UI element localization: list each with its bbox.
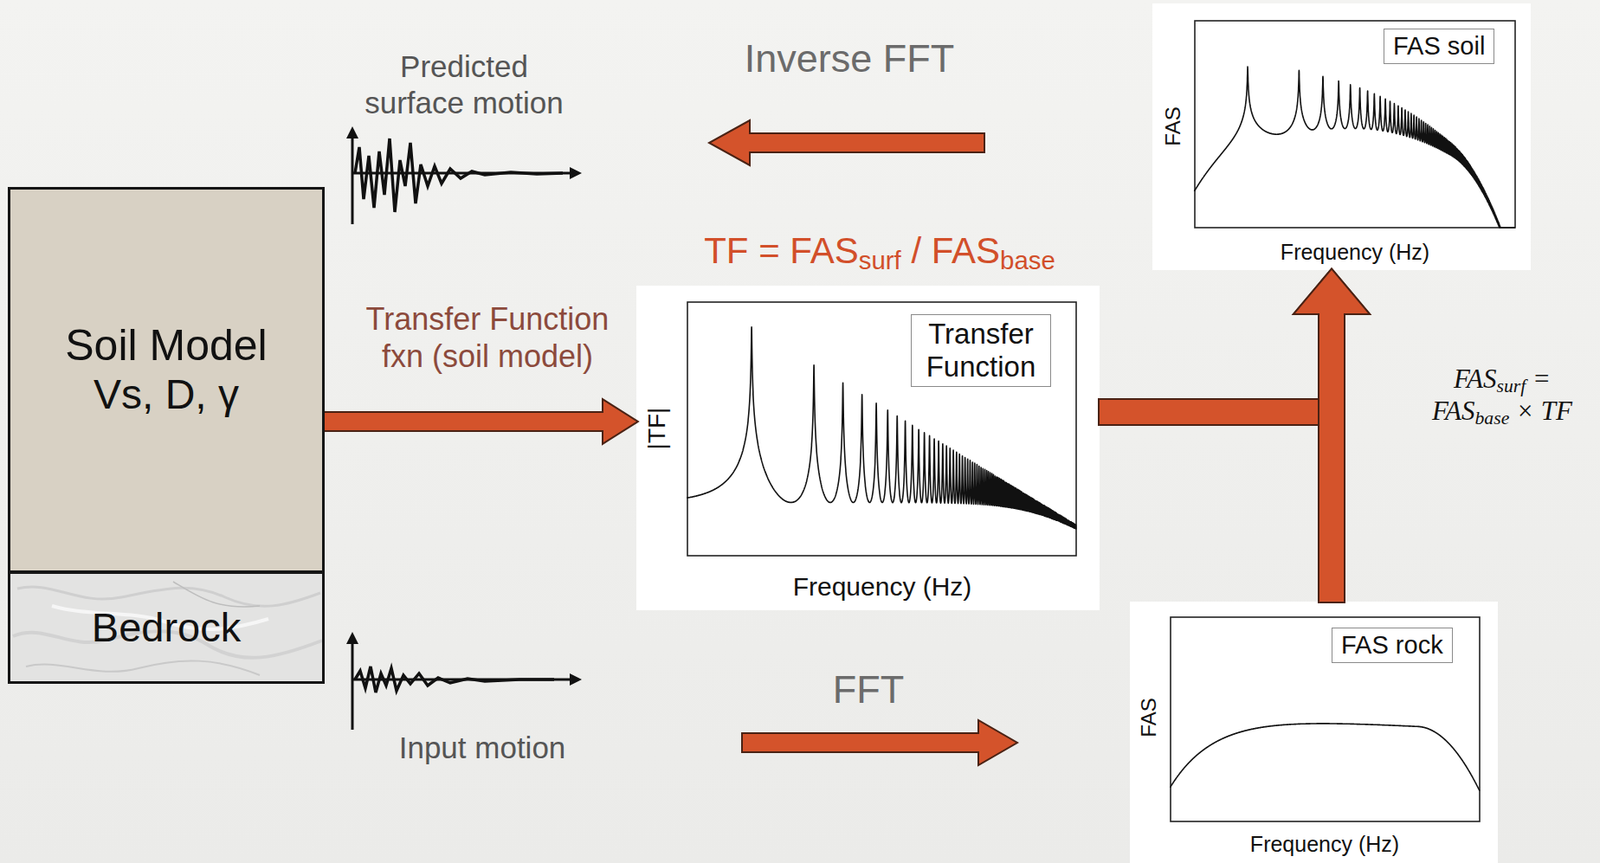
arrow-head [1295,270,1368,314]
surface-signal [346,126,582,225]
axis-head [346,632,359,645]
axis-head [569,167,582,180]
soil-box: Soil ModelVs, D, γ [7,187,325,574]
axis-title: Frequency (Hz) [1280,239,1430,265]
subscript: base [1475,407,1510,429]
chart-ground [636,285,1100,611]
chart-legend: FAS soil [1383,28,1495,65]
legend-text: Transfer Function [920,317,1042,384]
axis-title: FAS [1136,697,1162,737]
arrow-shaft [324,412,607,431]
signal-axis [351,642,355,730]
arrow-outline [1317,310,1346,604]
edge-label: Transfer Function fxn (soil model) [357,300,618,375]
box-title: Bedrock [91,604,241,652]
plot-frame [1170,617,1480,822]
chart-ground [1152,3,1531,271]
chart-panel: FAS Frequency (Hz) FAS soil [1152,3,1531,271]
arrow-head-outline [1295,270,1368,314]
plot-frame [687,302,1077,556]
subscript: surf [1496,375,1526,397]
signal-caption: Predicted surface motion [351,48,577,122]
rock-vein [25,660,260,676]
panel-grounds [636,3,1531,863]
chart-legend: FAS rock [1331,627,1453,664]
axis-title: Frequency (Hz) [1250,832,1400,858]
arrow-outline [322,411,607,433]
subscript: base [1000,245,1056,275]
chart-legend: Transfer Function [910,314,1052,388]
step-label: Inverse FFT [744,35,955,83]
equation: FASsurf = FASbase × TF [1419,362,1585,427]
arrow-shaft [1099,310,1332,413]
axis-head [569,673,582,686]
spectra [686,66,1516,792]
rock-ground [7,573,325,684]
waveform [354,138,563,213]
chart-ground [1129,601,1498,863]
box-title: Soil Model [64,321,267,372]
rock-vein [17,587,321,607]
flow-arrow [322,400,637,443]
legend-text: FAS rock [1341,631,1444,660]
step-label: FFT [832,666,904,714]
subscript: surf [858,245,902,275]
axis-head [346,126,359,139]
chart-frames [687,20,1516,822]
block-arrow [741,720,1018,766]
arrow-head [1295,270,1368,314]
arrow-head-outline [1295,270,1368,314]
spectrum-curve [1170,723,1480,792]
plot-frame [1194,20,1516,228]
box-subtitle: Vs, D, γ [93,370,239,419]
block-arrow [709,120,985,166]
flow-arrow [1295,270,1368,604]
chart-panel: FAS Frequency (Hz) FAS rock [1129,601,1498,863]
arrow-shaft [1319,310,1344,602]
signal-caption: Input motion [399,729,567,767]
signal-axis [351,136,355,225]
bedrock-texture [7,573,325,684]
arrow-head [603,400,637,443]
legend-text: FAS soil [1393,32,1485,61]
axis-title: FAS [1161,106,1186,146]
equation: TF = FASsurf / FASbase [703,229,1056,273]
axis-title: Frequency (Hz) [793,572,973,603]
arrow-head-outline [603,400,637,443]
input-signal [346,632,582,730]
waveform [354,666,555,693]
chart-panel: |TF| Frequency (Hz) Transfer Function [636,285,1100,611]
arrow-outline [1097,310,1332,413]
spectrum-curve [1194,66,1516,228]
bedrock-box: Bedrock [7,571,325,684]
rock-vein [173,581,260,607]
axis-title: |TF| [643,407,671,451]
